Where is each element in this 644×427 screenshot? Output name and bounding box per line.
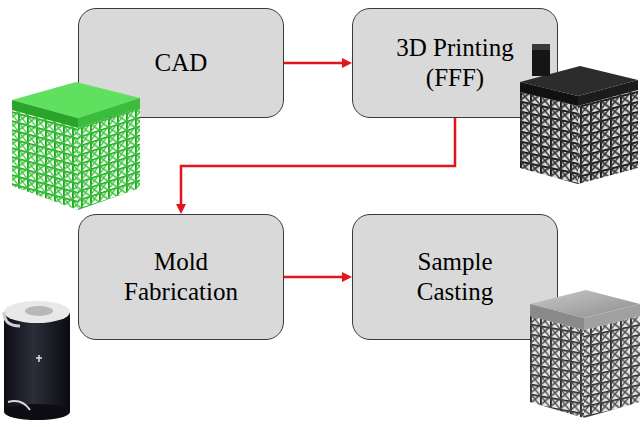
- box-label: Mold Fabrication: [115, 247, 247, 308]
- process-box: Mold Fabrication: [78, 214, 284, 340]
- cad-lattice-model: [12, 82, 140, 210]
- process-box: CAD: [78, 8, 284, 118]
- mold-cylinder: [4, 301, 70, 420]
- box-label: Sample Casting: [389, 247, 521, 308]
- flow-arrow: [284, 272, 352, 282]
- flow-arrow: [176, 118, 455, 214]
- printed-lattice: [520, 44, 638, 184]
- flow-arrow: [284, 58, 352, 68]
- cast-lattice-sample: [530, 290, 640, 418]
- box-label: CAD: [155, 48, 208, 79]
- box-label: 3D Printing (FFF): [389, 33, 521, 94]
- process-box: Sample Casting: [352, 214, 558, 340]
- process-box: 3D Printing (FFF): [352, 8, 558, 118]
